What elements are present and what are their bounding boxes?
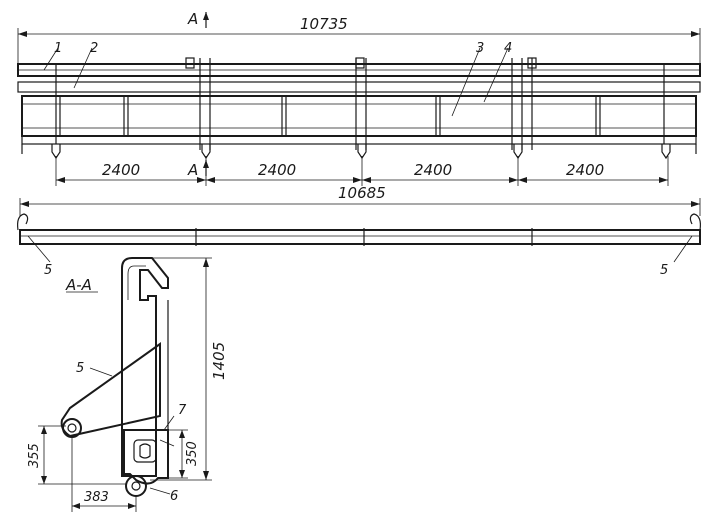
part-label-3: 3 [476,41,484,56]
section-title: A-A [65,276,92,294]
part-label-2: 2 [90,41,98,56]
overall-length-top: 10735 [300,15,348,33]
part-label-4: 4 [504,41,512,56]
part-label-7: 7 [178,403,187,418]
span-dimension-line [55,156,669,186]
height-label-355: 355 [27,443,42,468]
section-mark-mid: A [187,161,198,179]
section-mark-top: A [187,10,198,28]
beam-plan-view [17,198,701,263]
height-label-1405: 1405 [210,342,228,380]
overall-length-bottom: 10685 [338,184,386,202]
frame-side-view [17,12,701,160]
span-label-2: 2400 [258,161,296,179]
part-label-5-right: 5 [660,263,668,278]
width-label-383: 383 [84,490,109,505]
span-label-4: 2400 [566,161,604,179]
part-label-6: 6 [170,489,178,504]
part-label-5-left: 5 [44,263,52,278]
section-a-a [38,257,212,512]
part-label-5-section: 5 [76,361,84,376]
span-label-3: 2400 [414,161,452,179]
part-label-1: 1 [54,41,62,56]
span-label-1: 2400 [102,161,140,179]
height-label-350: 350 [185,441,200,466]
